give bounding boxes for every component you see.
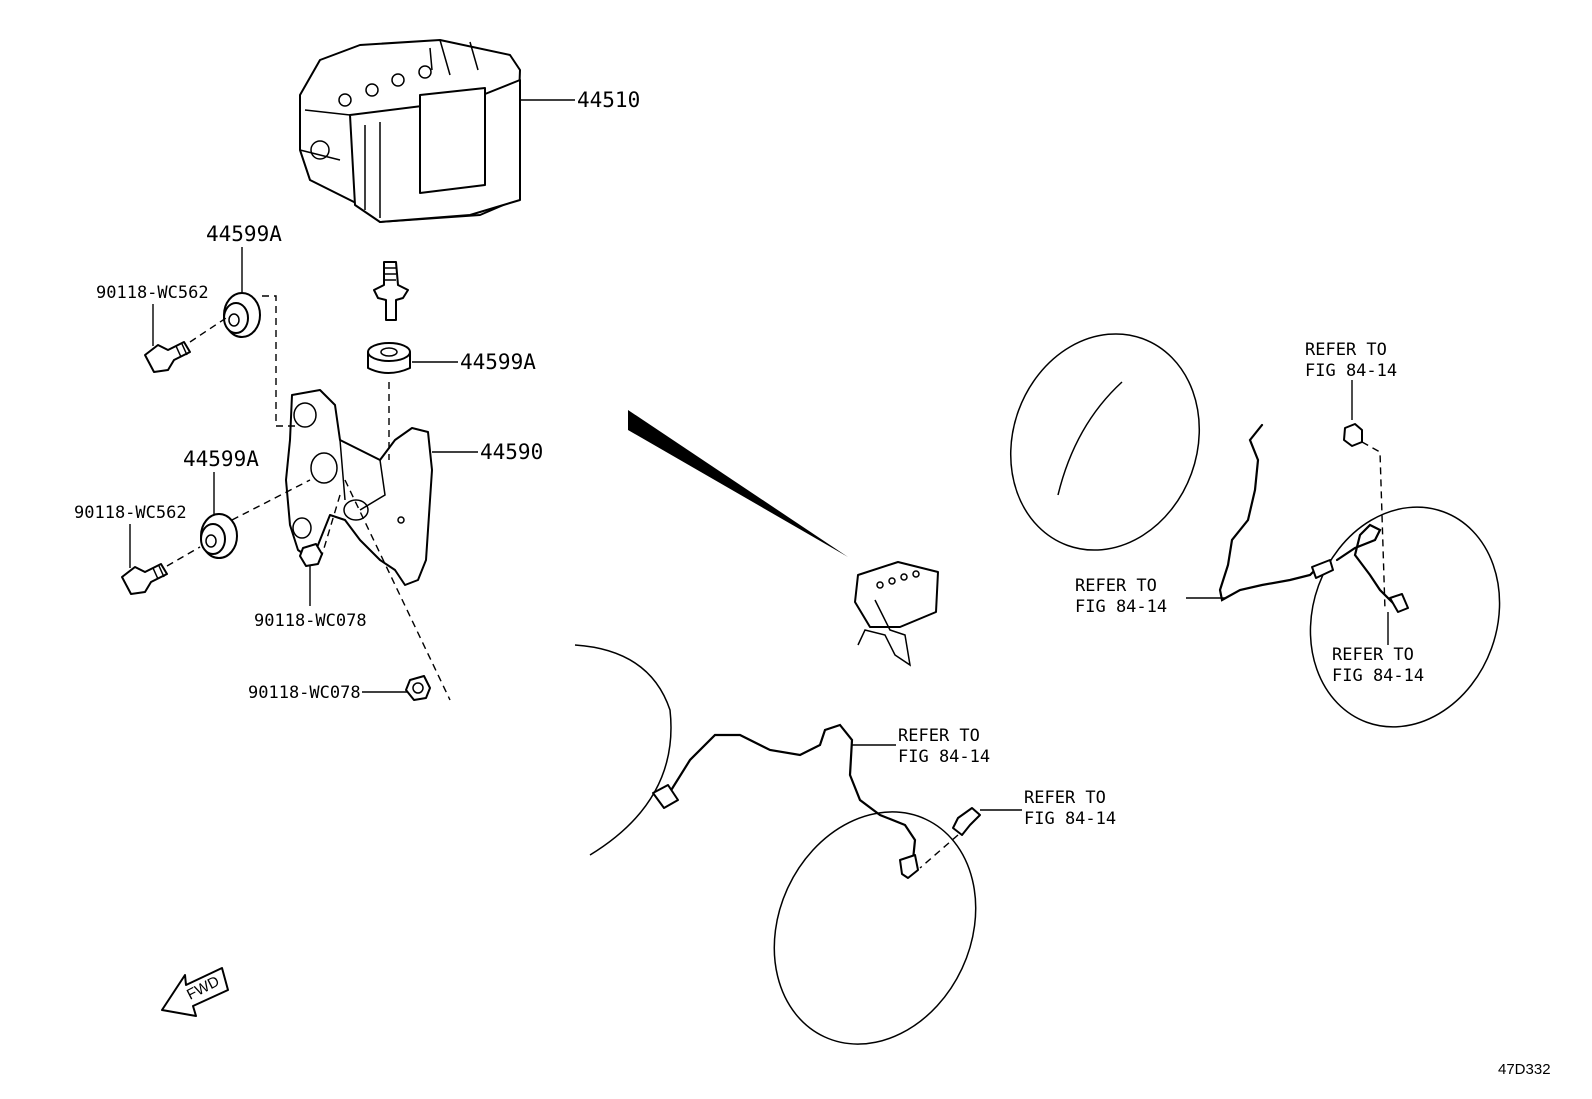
part-label-44599a-lower-left: 44599A [183,447,259,471]
part-label-90118-wc562-upper: 90118-WC562 [96,283,209,303]
fwd-direction-arrow: FWD [161,967,229,1017]
rear-tire [1009,333,1201,551]
rear-sensor-tip[interactable] [1389,593,1409,613]
part-label-44599a-upper-left: 44599A [206,222,282,246]
rear-wheel [1309,506,1501,728]
refer-rear-left-line1: REFER TO [1075,576,1157,596]
refer-front-bolt-line2: FIG 84-14 [1024,809,1116,829]
part-label-90118-wc562-lower: 90118-WC562 [74,503,187,523]
part-label-44599a-upper-right: 44599A [460,350,536,374]
refer-rear-top-line1: REFER TO [1305,340,1387,360]
stud-bolt[interactable] [373,261,409,321]
rear-harness-connector[interactable] [1311,559,1334,579]
part-label-44590: 44590 [480,440,543,464]
part-label-90118-wc078-mid: 90118-WC078 [254,611,367,631]
front-harness-connector[interactable] [652,784,679,809]
figure-code: 47D332 [1498,1061,1551,1078]
pointer-wedge [628,410,848,557]
nut-bottom[interactable] [405,675,431,701]
bolt-lower[interactable] [121,563,168,595]
cushion-lower-left[interactable] [200,513,238,559]
abs-actuator-assembly[interactable] [299,39,521,223]
refer-front-harness-line1: REFER TO [898,726,980,746]
part-label-90118-wc078-bottom: 90118-WC078 [248,683,361,703]
front-sensor-tip[interactable] [899,854,919,879]
rear-sensor-bolt[interactable] [1343,423,1363,447]
cushion-upper-left[interactable] [223,292,261,338]
front-sensor-bolt[interactable] [952,807,981,836]
refer-rear-right-line1: REFER TO [1332,645,1414,665]
front-wheel [773,811,977,1045]
refer-rear-right-line2: FIG 84-14 [1332,666,1424,686]
rear-wheel-speed-sensor-harness-left[interactable] [1218,423,1322,602]
abs-location-thumbnail[interactable] [854,561,939,667]
part-label-44510: 44510 [577,88,640,112]
rear-wheel-speed-sensor-harness-right[interactable] [1335,523,1397,607]
bolt-upper[interactable] [144,341,191,373]
rear-tire-tread [1057,381,1123,496]
front-fender-outline [574,644,672,856]
cushion-upper-right[interactable] [367,342,411,374]
refer-rear-top-line2: FIG 84-14 [1305,361,1397,381]
refer-front-harness-line2: FIG 84-14 [898,747,990,767]
refer-rear-left-line2: FIG 84-14 [1075,597,1167,617]
bracket-44590[interactable] [285,389,433,586]
nut-mid[interactable] [299,543,323,567]
front-wheel-speed-sensor-harness[interactable] [663,723,917,877]
refer-front-bolt-line1: REFER TO [1024,788,1106,808]
